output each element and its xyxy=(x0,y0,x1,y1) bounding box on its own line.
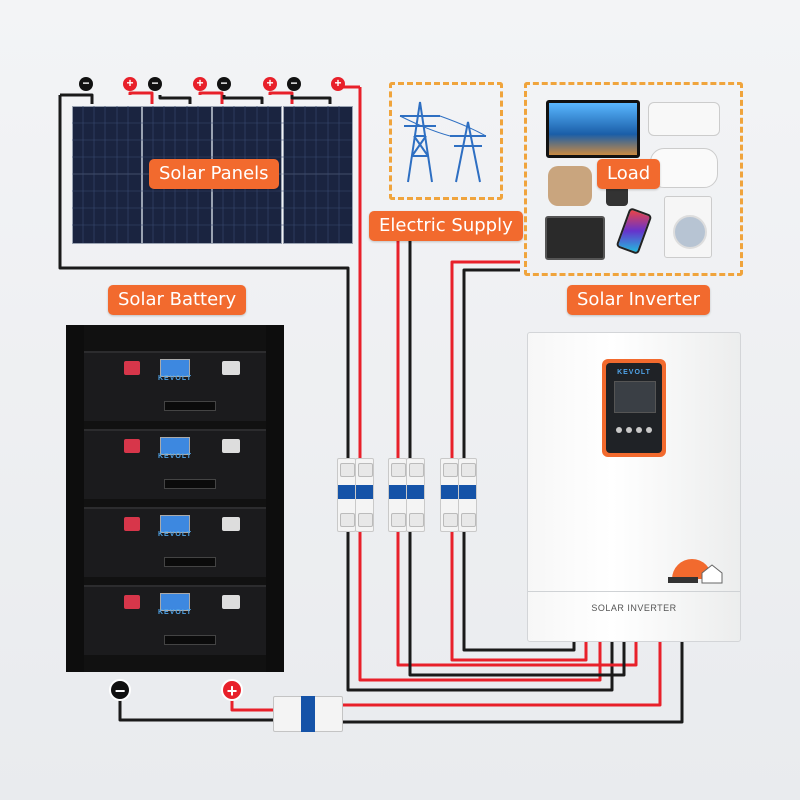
inverter-brand: KEVOLT xyxy=(617,369,651,376)
module-4-ports xyxy=(164,635,216,645)
module-4-display xyxy=(160,593,190,611)
module-3-brand: KEVOLT xyxy=(158,531,192,538)
wire-panel-jumper-5 xyxy=(222,95,264,104)
breaker-load[interactable] xyxy=(440,458,477,532)
wire-panel-jumper-3 xyxy=(158,95,192,104)
battery-negative-terminal: − xyxy=(109,679,131,701)
module-2-brand: KEVOLT xyxy=(158,453,192,460)
inverter-caption: SOLAR INVERTER xyxy=(591,603,677,613)
inverter-divider xyxy=(528,591,740,592)
module-2-breaker xyxy=(124,439,140,453)
inverter-display xyxy=(614,381,656,413)
panel-4-negative-terminal: − xyxy=(287,77,301,91)
breaker-load-pole-1 xyxy=(440,458,459,532)
inverter-panel-inner: KEVOLT xyxy=(606,363,662,453)
module-4-brand: KEVOLT xyxy=(158,609,192,616)
rack-ear-right xyxy=(266,325,284,672)
wire-panel-jumper-2 xyxy=(128,91,154,104)
battery-rack: KEVOLT KEVOLT KEVOLT KEVOLT xyxy=(66,325,284,672)
label-solar-panels: Solar Panels xyxy=(149,159,279,189)
panel-1-positive-terminal: + xyxy=(123,77,137,91)
panel-1-negative-terminal: − xyxy=(79,77,93,91)
breaker-solar-pole-1 xyxy=(337,458,356,532)
wire-grid-black xyxy=(408,230,626,677)
module-2-ports xyxy=(164,479,216,489)
module-1-display xyxy=(160,359,190,377)
rack-ear-left xyxy=(66,325,84,672)
module-1-breaker xyxy=(124,361,140,375)
rice-cooker-icon xyxy=(548,166,592,206)
panel-3-positive-terminal: + xyxy=(263,77,277,91)
water-heater-icon xyxy=(650,148,718,188)
wire-solar-positive xyxy=(358,87,602,682)
solar-inverter: KEVOLT SOLAR INVERTER xyxy=(527,332,741,642)
breaker-grid-pole-1 xyxy=(388,458,407,532)
battery-positive-terminal: + xyxy=(221,679,243,701)
panel-2-positive-terminal: + xyxy=(193,77,207,91)
inverter-button-4[interactable] xyxy=(646,427,652,433)
washing-machine-icon xyxy=(664,196,712,258)
load-frame xyxy=(524,82,743,276)
module-1-ports xyxy=(164,401,216,411)
tv-icon xyxy=(546,100,640,158)
module-2-terminal xyxy=(222,439,240,453)
battery-module-1: KEVOLT xyxy=(84,351,266,421)
inverter-control-panel: KEVOLT xyxy=(602,359,666,457)
breaker-grid-pole-2 xyxy=(406,458,425,532)
sunset-house-logo-icon xyxy=(668,559,723,584)
breaker-battery[interactable] xyxy=(273,696,343,732)
inverter-button-2[interactable] xyxy=(626,427,632,433)
module-3-breaker xyxy=(124,517,140,531)
module-3-terminal xyxy=(222,517,240,531)
module-2-display xyxy=(160,437,190,455)
module-4-terminal xyxy=(222,595,240,609)
transmission-tower-icon xyxy=(399,101,487,183)
oven-icon xyxy=(545,216,605,260)
panel-2-negative-terminal: − xyxy=(148,77,162,91)
wire-panel-jumper-4 xyxy=(198,91,224,104)
module-1-brand: KEVOLT xyxy=(158,375,192,382)
battery-module-4: KEVOLT xyxy=(84,585,266,655)
inverter-button-3[interactable] xyxy=(636,427,642,433)
electric-supply-frame xyxy=(389,82,503,200)
panel-3-negative-terminal: − xyxy=(217,77,231,91)
solar-panel-4 xyxy=(283,106,353,244)
panel-4-positive-terminal: + xyxy=(331,77,345,91)
wire-panel-jumper-1 xyxy=(60,93,94,104)
breaker-load-pole-2 xyxy=(458,458,477,532)
washer-door xyxy=(673,215,707,249)
wire-load-black xyxy=(462,268,576,652)
wire-battery-negative xyxy=(118,690,278,722)
module-3-display xyxy=(160,515,190,533)
module-3-ports xyxy=(164,557,216,567)
module-1-terminal xyxy=(222,361,240,375)
breaker-solar-pole-2 xyxy=(355,458,374,532)
breaker-grid[interactable] xyxy=(388,458,425,532)
module-4-breaker xyxy=(124,595,140,609)
wire-grid-red xyxy=(396,230,638,667)
breaker-battery-lever xyxy=(301,696,315,732)
solar-panel-1 xyxy=(72,106,142,244)
wire-panel-jumper-7 xyxy=(290,95,332,104)
wire-panel-jumper-6 xyxy=(268,91,294,104)
label-solar-inverter: Solar Inverter xyxy=(567,285,710,315)
inverter-button-1[interactable] xyxy=(616,427,622,433)
label-electric-supply: Electric Supply xyxy=(369,211,523,241)
label-solar-battery: Solar Battery xyxy=(108,285,247,315)
battery-module-3: KEVOLT xyxy=(84,507,266,577)
label-load: Load xyxy=(597,159,661,189)
breaker-solar[interactable] xyxy=(337,458,374,532)
battery-module-2: KEVOLT xyxy=(84,429,266,499)
wire-load-red xyxy=(450,260,588,662)
wire-battery-to-inverter-black xyxy=(340,640,684,724)
wire-battery-to-inverter-red xyxy=(340,640,662,707)
air-conditioner-icon xyxy=(648,102,720,136)
